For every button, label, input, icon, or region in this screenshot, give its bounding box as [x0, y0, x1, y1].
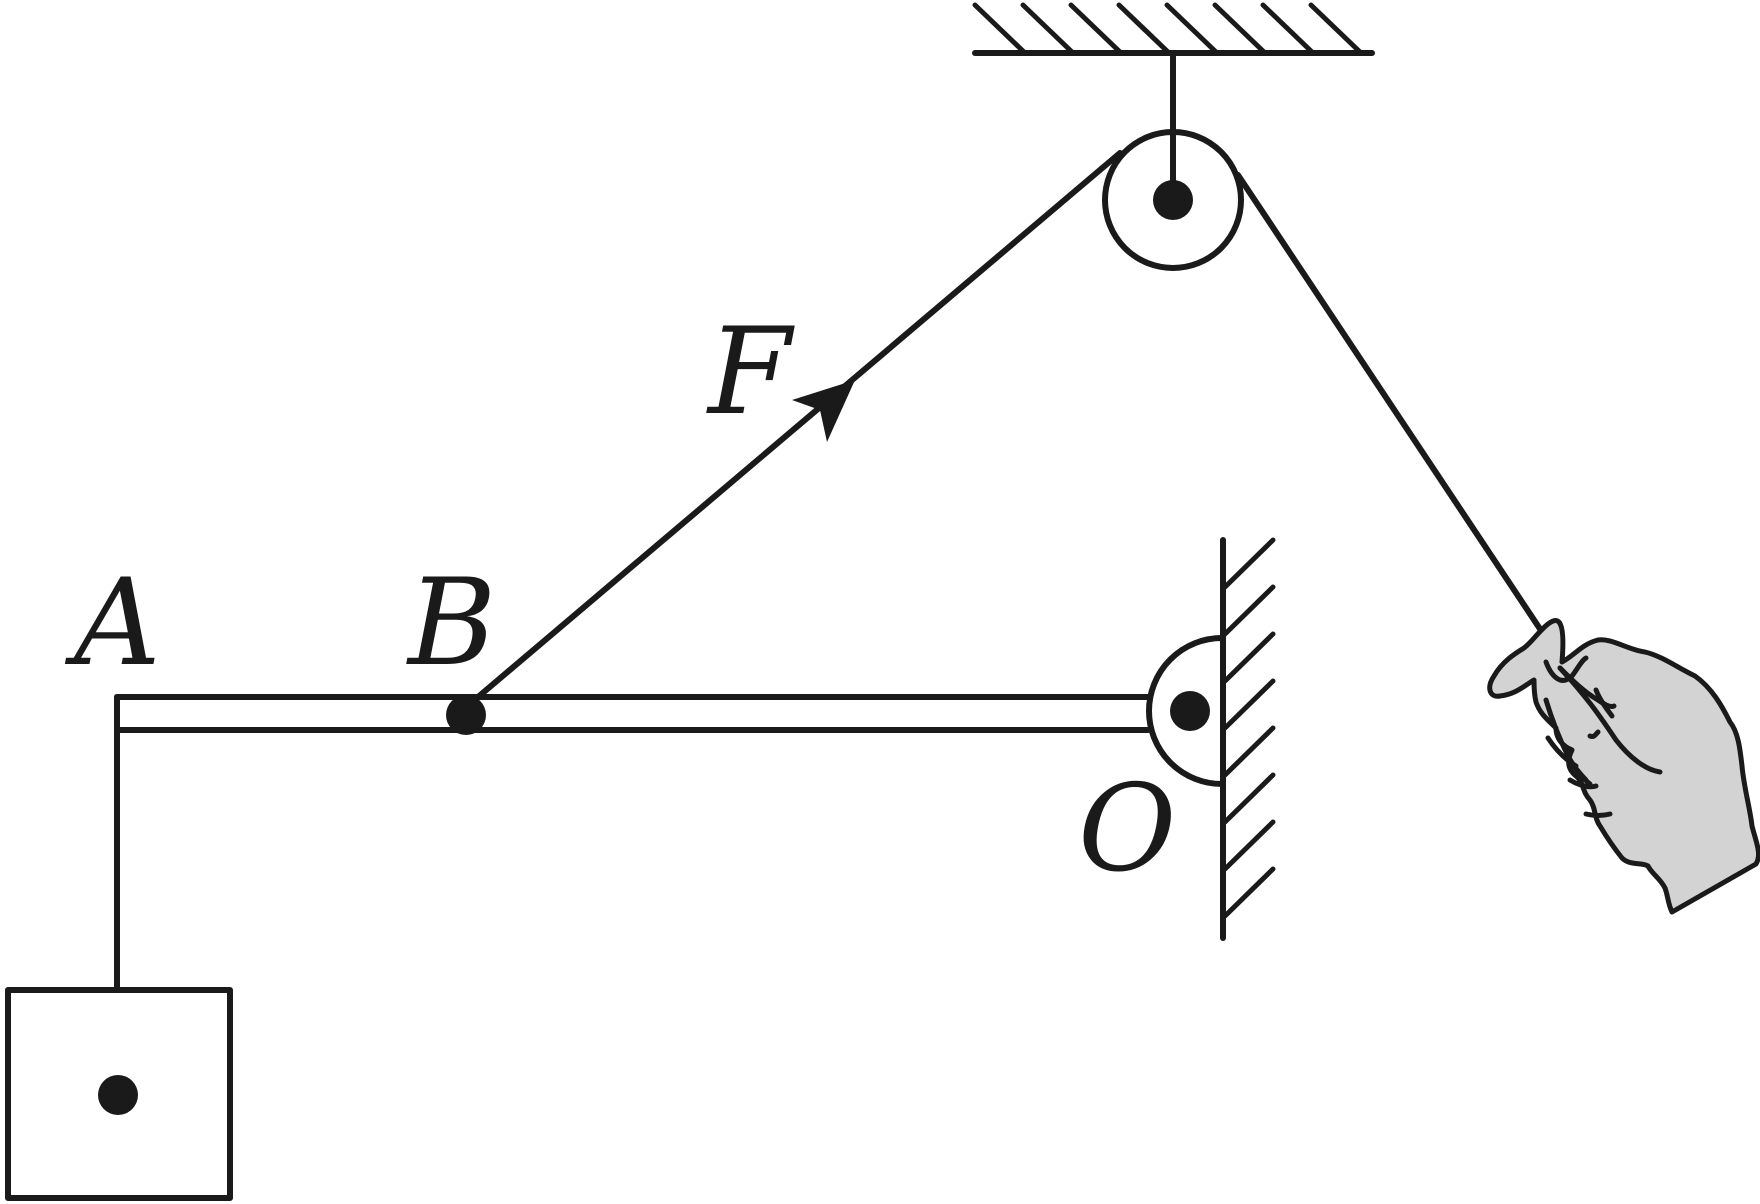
- pivot-hinge: [1146, 635, 1225, 787]
- label-a: A: [64, 554, 161, 693]
- wall-support: [1220, 537, 1276, 941]
- label-f: F: [706, 303, 795, 442]
- hanging-block: [5, 987, 233, 1201]
- fixed-pulley: [1102, 129, 1244, 271]
- rope-b-to-pulley: [475, 150, 1123, 700]
- block-center-dot: [98, 1075, 138, 1115]
- force-arrowhead: [792, 380, 855, 442]
- rope-pulley-to-hand: [1235, 172, 1565, 665]
- lever-bar: [114, 694, 1151, 733]
- pulling-hand: [1487, 618, 1760, 915]
- ceiling-hatching: [972, 2, 1363, 55]
- ceiling-support: [972, 2, 1375, 56]
- pivot-o-dot: [1170, 691, 1210, 731]
- point-b-dot: [446, 695, 486, 735]
- label-o: O: [1078, 760, 1176, 899]
- pulley-axle: [1153, 180, 1193, 220]
- wall-hatching: [1222, 537, 1276, 919]
- label-b: B: [406, 554, 496, 693]
